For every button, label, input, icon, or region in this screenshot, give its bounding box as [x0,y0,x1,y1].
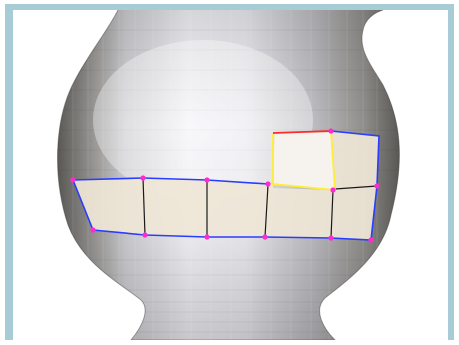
vertex[interactable] [330,187,336,193]
vase-model-svg[interactable] [13,10,448,340]
vertex[interactable] [328,235,334,241]
vertex[interactable] [328,128,334,134]
vertex[interactable] [204,177,210,183]
vase-body[interactable] [13,10,448,340]
boundary-edges[interactable] [72,130,380,241]
vertex[interactable] [374,183,380,189]
internal-edges[interactable] [142,177,378,239]
vertex[interactable] [368,237,374,243]
vertex[interactable] [140,175,146,181]
vertex[interactable] [262,234,268,240]
vertex[interactable] [265,181,271,187]
selected-edges[interactable] [272,130,336,191]
vertex[interactable] [90,227,96,233]
graphics-viewport[interactable] [5,4,454,340]
model-canvas[interactable] [13,10,448,340]
vertex-points[interactable] [70,128,380,243]
vertex[interactable] [70,177,76,183]
vertex[interactable] [204,234,210,240]
vertex[interactable] [142,232,148,238]
surface-patch[interactable] [73,131,379,240]
